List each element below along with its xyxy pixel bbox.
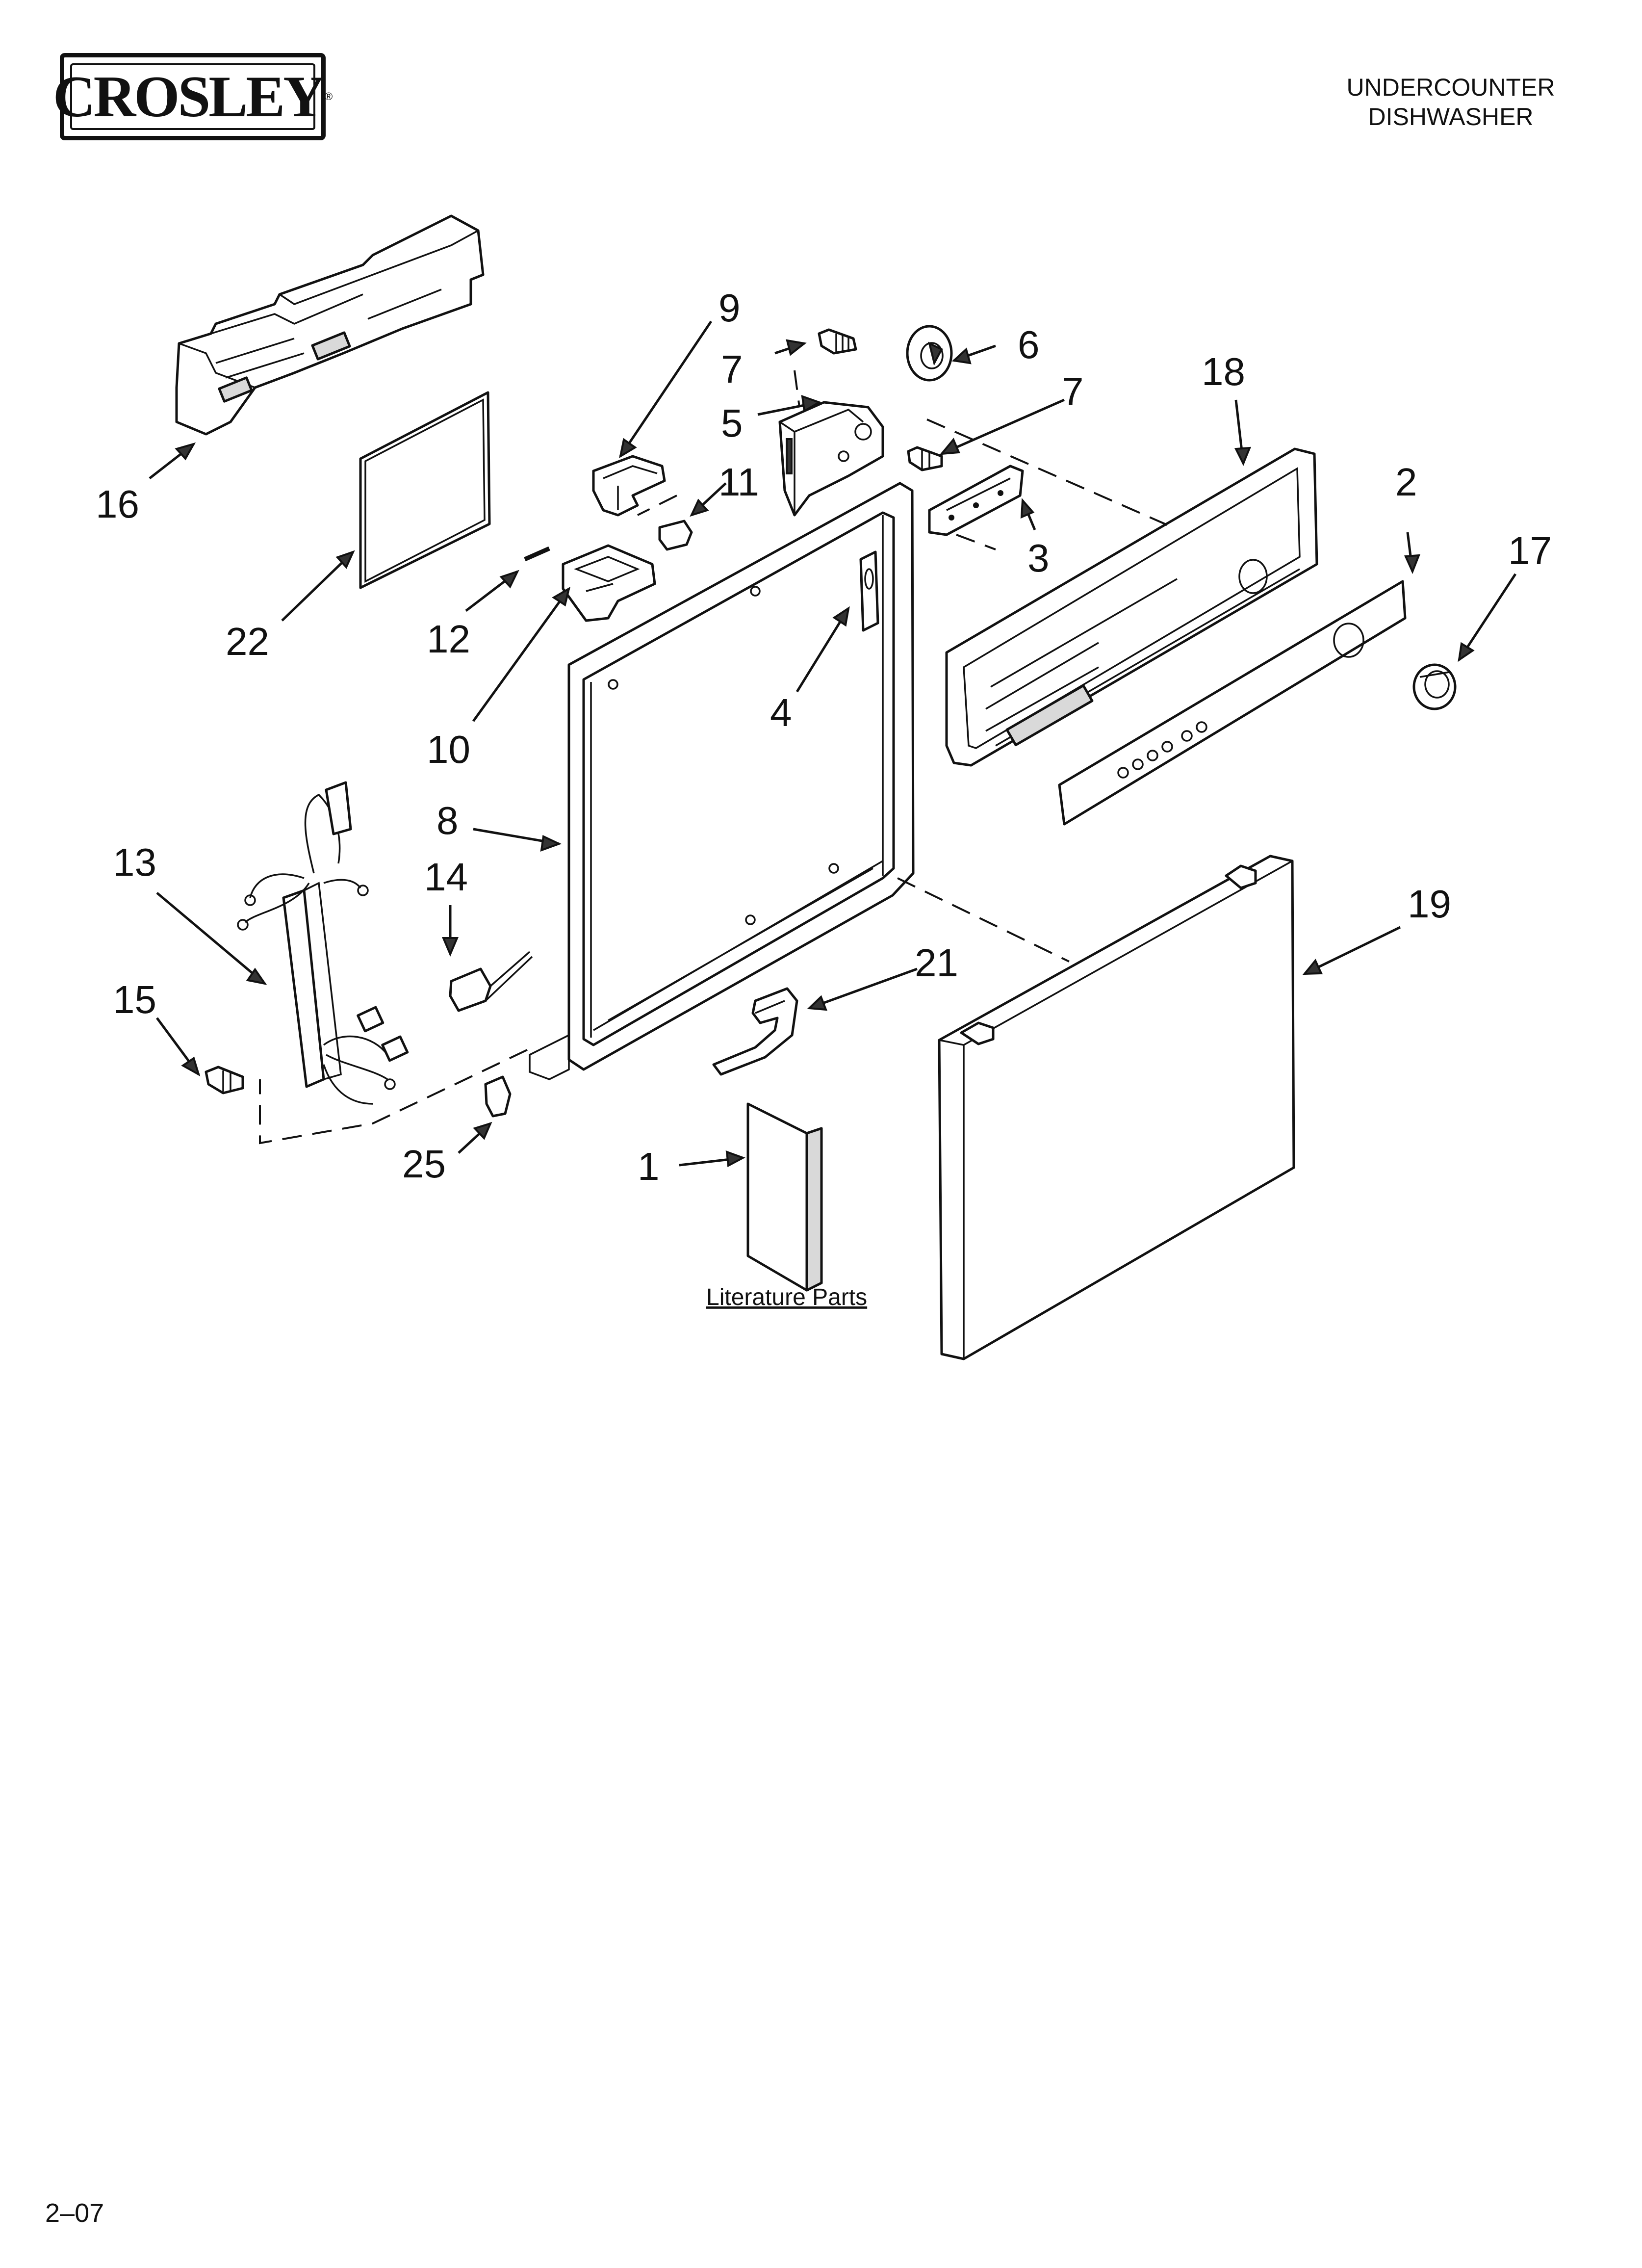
assembly-alignment-lines — [259, 370, 1168, 1145]
callout-numbers: 1 2 3 4 5 6 7 7 8 9 10 11 12 13 14 15 16… — [96, 286, 1552, 1188]
literature-parts-label: Literature Parts — [706, 1284, 867, 1310]
document-title: UNDERCOUNTER DISHWASHER — [1323, 73, 1578, 131]
registered-mark: ® — [324, 90, 333, 103]
part-11-switch-actuator — [658, 520, 693, 551]
part-21-hinge-strap — [712, 987, 798, 1076]
part-9-switch — [592, 455, 666, 517]
callout-15: 15 — [113, 978, 156, 1021]
part-7-screw-upper — [818, 328, 857, 355]
title-line-1: UNDERCOUNTER — [1346, 74, 1555, 101]
part-17-control-knob — [1412, 663, 1457, 710]
callout-7-lower: 7 — [1062, 369, 1084, 413]
part-5-door-latch — [778, 401, 884, 517]
part-1-literature: Literature Parts — [706, 1102, 867, 1310]
part-10-switch-holder — [562, 544, 656, 622]
callout-19: 19 — [1408, 882, 1451, 926]
part-13-wiring-harness — [237, 781, 409, 1105]
callout-3: 3 — [1027, 536, 1050, 580]
part-16-vent-housing — [175, 214, 485, 436]
part-15-screw — [205, 1066, 244, 1095]
callout-22: 22 — [226, 620, 269, 663]
callout-17: 17 — [1508, 529, 1552, 573]
callout-11: 11 — [718, 460, 759, 504]
leader-lines — [149, 320, 1517, 1168]
callout-21: 21 — [915, 941, 958, 985]
callout-10: 10 — [427, 728, 470, 771]
logo-text: CROSLEY — [52, 64, 326, 129]
part-22-insulation-sheet — [359, 391, 491, 589]
part-19-outer-door-panel — [938, 855, 1295, 1360]
callout-14: 14 — [424, 855, 468, 899]
callout-7-upper: 7 — [721, 347, 743, 391]
document-code: 2–07 — [45, 2198, 104, 2228]
callout-12: 12 — [427, 617, 470, 661]
callout-2: 2 — [1395, 460, 1417, 504]
callout-13: 13 — [113, 840, 156, 884]
callout-6: 6 — [1018, 323, 1040, 366]
callout-4: 4 — [770, 691, 792, 734]
part-8-inner-door-frame — [529, 482, 915, 1080]
part-12-spring — [524, 546, 550, 562]
crosley-logo: CROSLEY® — [53, 53, 333, 140]
callout-5: 5 — [721, 401, 743, 445]
part-6-cam — [906, 325, 953, 382]
callout-9: 9 — [718, 286, 741, 330]
callout-1: 1 — [638, 1145, 660, 1188]
title-line-2: DISHWASHER — [1368, 103, 1534, 130]
part-25-clip — [484, 1075, 512, 1118]
part-2-control-overlay — [1058, 580, 1407, 826]
callout-18: 18 — [1202, 350, 1245, 393]
part-18-control-panel — [945, 447, 1318, 767]
part-7-screw-lower — [907, 446, 943, 471]
callout-16: 16 — [96, 482, 139, 526]
part-3-bracket — [928, 465, 1024, 536]
callout-25: 25 — [402, 1142, 446, 1186]
part-14-sensor — [449, 951, 533, 1012]
callout-8: 8 — [436, 799, 459, 842]
logo-inner-border: CROSLEY® — [53, 63, 333, 130]
